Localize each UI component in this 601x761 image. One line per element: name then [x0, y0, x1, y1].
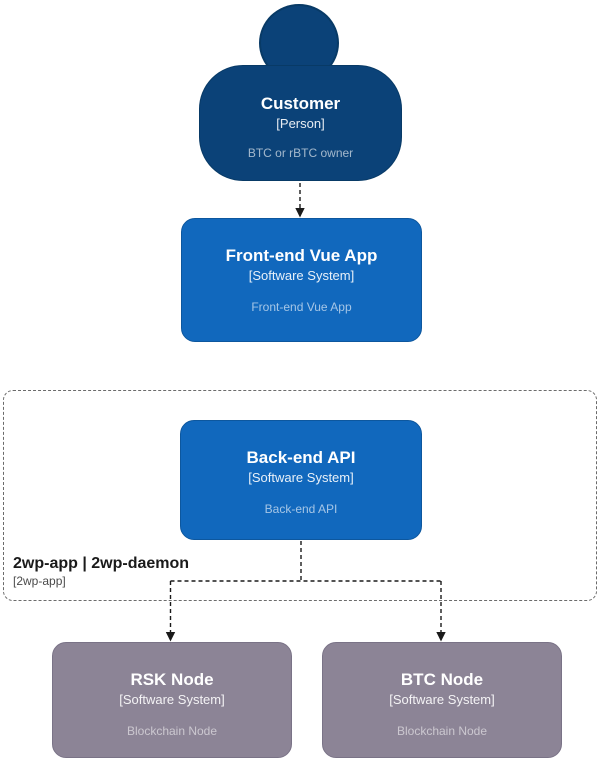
node-rsk-type: [Software System] [119, 692, 225, 707]
node-customer-description: BTC or rBTC owner [247, 146, 354, 160]
boundary-2wp-app: 2wp-app | 2wp-daemon [2wp-app] [3, 390, 597, 601]
node-customer-type: [Person] [276, 116, 325, 131]
node-rsk-node: RSK Node [Software System] Blockchain No… [52, 642, 292, 758]
boundary-title: 2wp-app | 2wp-daemon [13, 555, 190, 572]
node-frontend-type: [Software System] [248, 268, 355, 283]
node-rsk-description: Blockchain Node [126, 724, 218, 738]
node-btc-title: BTC Node [400, 670, 484, 689]
node-customer-title: Customer [260, 94, 341, 113]
node-rsk-title: RSK Node [130, 670, 214, 689]
arrowhead-rsk [165, 632, 176, 642]
node-customer: Customer [Person] BTC or rBTC owner [199, 65, 402, 181]
node-frontend-title: Front-end Vue App [225, 246, 378, 265]
node-btc-node: BTC Node [Software System] Blockchain No… [322, 642, 562, 758]
arrowhead-btc [436, 632, 446, 642]
arrowhead-frontend [295, 208, 305, 218]
node-backend-title: Back-end API [246, 448, 356, 467]
node-backend-description: Back-end API [264, 502, 338, 516]
node-backend-type: [Software System] [248, 470, 354, 485]
node-btc-description: Blockchain Node [396, 724, 488, 738]
node-frontend-vue-app: Front-end Vue App [Software System] Fron… [181, 218, 422, 342]
node-backend-api: Back-end API [Software System] Back-end … [180, 420, 422, 540]
boundary-subtitle: [2wp-app] [13, 574, 66, 588]
boundary-label: 2wp-app | 2wp-daemon [2wp-app] [13, 554, 189, 588]
node-btc-type: [Software System] [389, 692, 495, 707]
node-frontend-description: Front-end Vue App [251, 300, 352, 314]
